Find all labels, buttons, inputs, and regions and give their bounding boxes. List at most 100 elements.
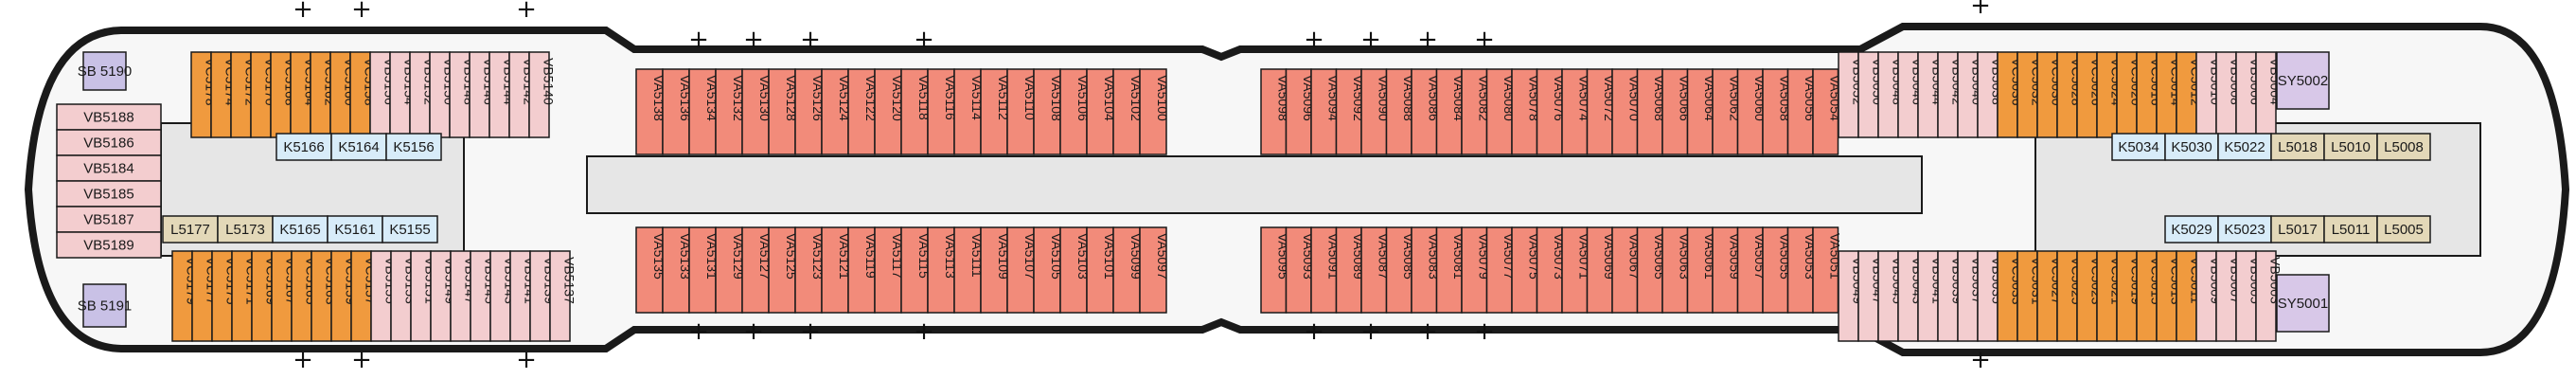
cabin-va5089[interactable]: VA5089 bbox=[1335, 226, 1366, 314]
cabin-va5114[interactable]: VA5114 bbox=[953, 68, 985, 155]
cabin-va5079[interactable]: VA5079 bbox=[1461, 226, 1491, 314]
cabin-va5121[interactable]: VA5121 bbox=[821, 226, 852, 314]
cabin-sb5190[interactable]: SB 5190 bbox=[78, 51, 133, 91]
cabin-va5117[interactable]: VA5117 bbox=[874, 226, 905, 314]
cabin-va5112[interactable]: VA5112 bbox=[980, 68, 1011, 155]
cabin-va5132[interactable]: VA5132 bbox=[715, 68, 746, 155]
cabin-l5177[interactable]: L5177 bbox=[162, 215, 219, 244]
cabin-va5115[interactable]: VA5115 bbox=[900, 226, 932, 314]
cabin-va5136[interactable]: VA5136 bbox=[662, 68, 693, 155]
plus-icon: + bbox=[1474, 26, 1495, 54]
cabin-vb5185[interactable]: VB5185 bbox=[56, 180, 162, 208]
cabin-vb5187[interactable]: VB5187 bbox=[56, 206, 162, 233]
cabin-va5120[interactable]: VA5120 bbox=[874, 68, 905, 155]
cabin-vb5184[interactable]: VB5184 bbox=[56, 154, 162, 182]
cabin-k5022[interactable]: K5022 bbox=[2217, 133, 2272, 161]
cabin-label: K5023 bbox=[2224, 222, 2265, 238]
cabin-va5098[interactable]: VA5098 bbox=[1260, 68, 1290, 155]
cabin-l5017[interactable]: L5017 bbox=[2270, 215, 2325, 244]
cabin-l5005[interactable]: L5005 bbox=[2376, 215, 2431, 244]
cabin-va5113[interactable]: VA5113 bbox=[927, 226, 958, 314]
cabin-va5106[interactable]: VA5106 bbox=[1059, 68, 1091, 155]
cabin-va5125[interactable]: VA5125 bbox=[768, 226, 799, 314]
cabin-k5161[interactable]: K5161 bbox=[327, 215, 383, 244]
cabin-va5111[interactable]: VA5111 bbox=[953, 226, 985, 314]
cabin-k5034[interactable]: K5034 bbox=[2111, 133, 2166, 161]
cabin-va5081[interactable]: VA5081 bbox=[1435, 226, 1466, 314]
cabin-va5104[interactable]: VA5104 bbox=[1086, 68, 1117, 155]
cabin-label: L5018 bbox=[2278, 139, 2318, 155]
cabin-sy5002[interactable]: SY5002 bbox=[2276, 51, 2330, 110]
cabin-va5130[interactable]: VA5130 bbox=[741, 68, 773, 155]
cabin-label: K5155 bbox=[389, 222, 430, 238]
cabin-vb5189[interactable]: VB5189 bbox=[56, 231, 162, 259]
cabin-sb5191[interactable]: SB 5191 bbox=[78, 283, 133, 328]
cabin-va5126[interactable]: VA5126 bbox=[794, 68, 826, 155]
cabin-k5156[interactable]: K5156 bbox=[385, 133, 442, 161]
cabin-va5107[interactable]: VA5107 bbox=[1006, 226, 1038, 314]
cabin-va5127[interactable]: VA5127 bbox=[741, 226, 773, 314]
cabin-va5116[interactable]: VA5116 bbox=[927, 68, 958, 155]
cabin-va5064[interactable]: VA5064 bbox=[1686, 68, 1717, 155]
cabin-va5068[interactable]: VA5068 bbox=[1636, 68, 1667, 155]
cabin-va5109[interactable]: VA5109 bbox=[980, 226, 1011, 314]
cabin-va5129[interactable]: VA5129 bbox=[715, 226, 746, 314]
cabin-label: VB5140 bbox=[542, 58, 557, 105]
cabin-va5096[interactable]: VA5096 bbox=[1285, 68, 1316, 155]
plus-icon: + bbox=[1970, 0, 1991, 20]
cabin-va5103[interactable]: VA5103 bbox=[1059, 226, 1091, 314]
cabin-va5123[interactable]: VA5123 bbox=[794, 226, 826, 314]
cabin-l5018[interactable]: L5018 bbox=[2270, 133, 2325, 161]
cabin-k5029[interactable]: K5029 bbox=[2164, 215, 2219, 244]
cabin-va5122[interactable]: VA5122 bbox=[847, 68, 879, 155]
cabin-va5118[interactable]: VA5118 bbox=[900, 68, 932, 155]
cabin-l5008[interactable]: L5008 bbox=[2376, 133, 2431, 161]
cabin-va5119[interactable]: VA5119 bbox=[847, 226, 879, 314]
cabin-va5085[interactable]: VA5085 bbox=[1385, 226, 1416, 314]
cabin-va5108[interactable]: VA5108 bbox=[1033, 68, 1064, 155]
cabin-l5173[interactable]: L5173 bbox=[217, 215, 274, 244]
cabin-va5088[interactable]: VA5088 bbox=[1385, 68, 1416, 155]
cabin-va5135[interactable]: VA5135 bbox=[635, 226, 666, 314]
cabin-k5166[interactable]: K5166 bbox=[275, 133, 332, 161]
cabin-va5105[interactable]: VA5105 bbox=[1033, 226, 1064, 314]
cabin-va5124[interactable]: VA5124 bbox=[821, 68, 852, 155]
cabin-va5099[interactable]: VA5099 bbox=[1112, 226, 1144, 314]
plus-icon: + bbox=[1304, 26, 1324, 54]
cabin-va5062[interactable]: VA5062 bbox=[1712, 68, 1742, 155]
cabin-va5051[interactable]: VA5051 bbox=[1812, 226, 1842, 314]
cabin-vb5140[interactable]: VB5140 bbox=[528, 51, 557, 138]
cabin-k5165[interactable]: K5165 bbox=[272, 215, 329, 244]
cabin-sy5001[interactable]: SY5001 bbox=[2276, 274, 2330, 333]
cabin-va5133[interactable]: VA5133 bbox=[662, 226, 693, 314]
cabin-va5134[interactable]: VA5134 bbox=[688, 68, 720, 155]
cabin-va5063[interactable]: VA5063 bbox=[1661, 226, 1692, 314]
plus-icon: + bbox=[1417, 26, 1438, 54]
cabin-k5023[interactable]: K5023 bbox=[2217, 215, 2272, 244]
cabin-l5011[interactable]: L5011 bbox=[2323, 215, 2378, 244]
cabin-label: VB5137 bbox=[562, 257, 577, 304]
cabin-va5102[interactable]: VA5102 bbox=[1112, 68, 1144, 155]
cabin-vb5186[interactable]: VB5186 bbox=[56, 129, 162, 156]
cabin-label: K5166 bbox=[283, 139, 324, 155]
cabin-va5054[interactable]: VA5054 bbox=[1812, 68, 1842, 155]
cabin-va5110[interactable]: VA5110 bbox=[1006, 68, 1038, 155]
cabin-va5101[interactable]: VA5101 bbox=[1086, 226, 1117, 314]
cabin-vb5137[interactable]: VB5137 bbox=[549, 250, 577, 342]
cabin-va5070[interactable]: VA5070 bbox=[1611, 68, 1642, 155]
cabin-va5100[interactable]: VA5100 bbox=[1139, 68, 1170, 155]
cabin-va5128[interactable]: VA5128 bbox=[768, 68, 799, 155]
cabin-va5138[interactable]: VA5138 bbox=[635, 68, 666, 155]
cabin-k5030[interactable]: K5030 bbox=[2164, 133, 2219, 161]
cabin-vb5003[interactable]: VB5003 bbox=[2255, 250, 2283, 342]
cabin-va5095[interactable]: VA5095 bbox=[1260, 226, 1290, 314]
cabin-k5164[interactable]: K5164 bbox=[330, 133, 387, 161]
cabin-k5155[interactable]: K5155 bbox=[382, 215, 438, 244]
cabin-va5078[interactable]: VA5078 bbox=[1511, 68, 1541, 155]
cabin-va5097[interactable]: VA5097 bbox=[1139, 226, 1170, 314]
cabin-label: L5011 bbox=[2332, 222, 2371, 238]
cabin-vb5188[interactable]: VB5188 bbox=[56, 103, 162, 131]
cabin-va5131[interactable]: VA5131 bbox=[688, 226, 720, 314]
cabin-va5067[interactable]: VA5067 bbox=[1611, 226, 1642, 314]
cabin-l5010[interactable]: L5010 bbox=[2323, 133, 2378, 161]
